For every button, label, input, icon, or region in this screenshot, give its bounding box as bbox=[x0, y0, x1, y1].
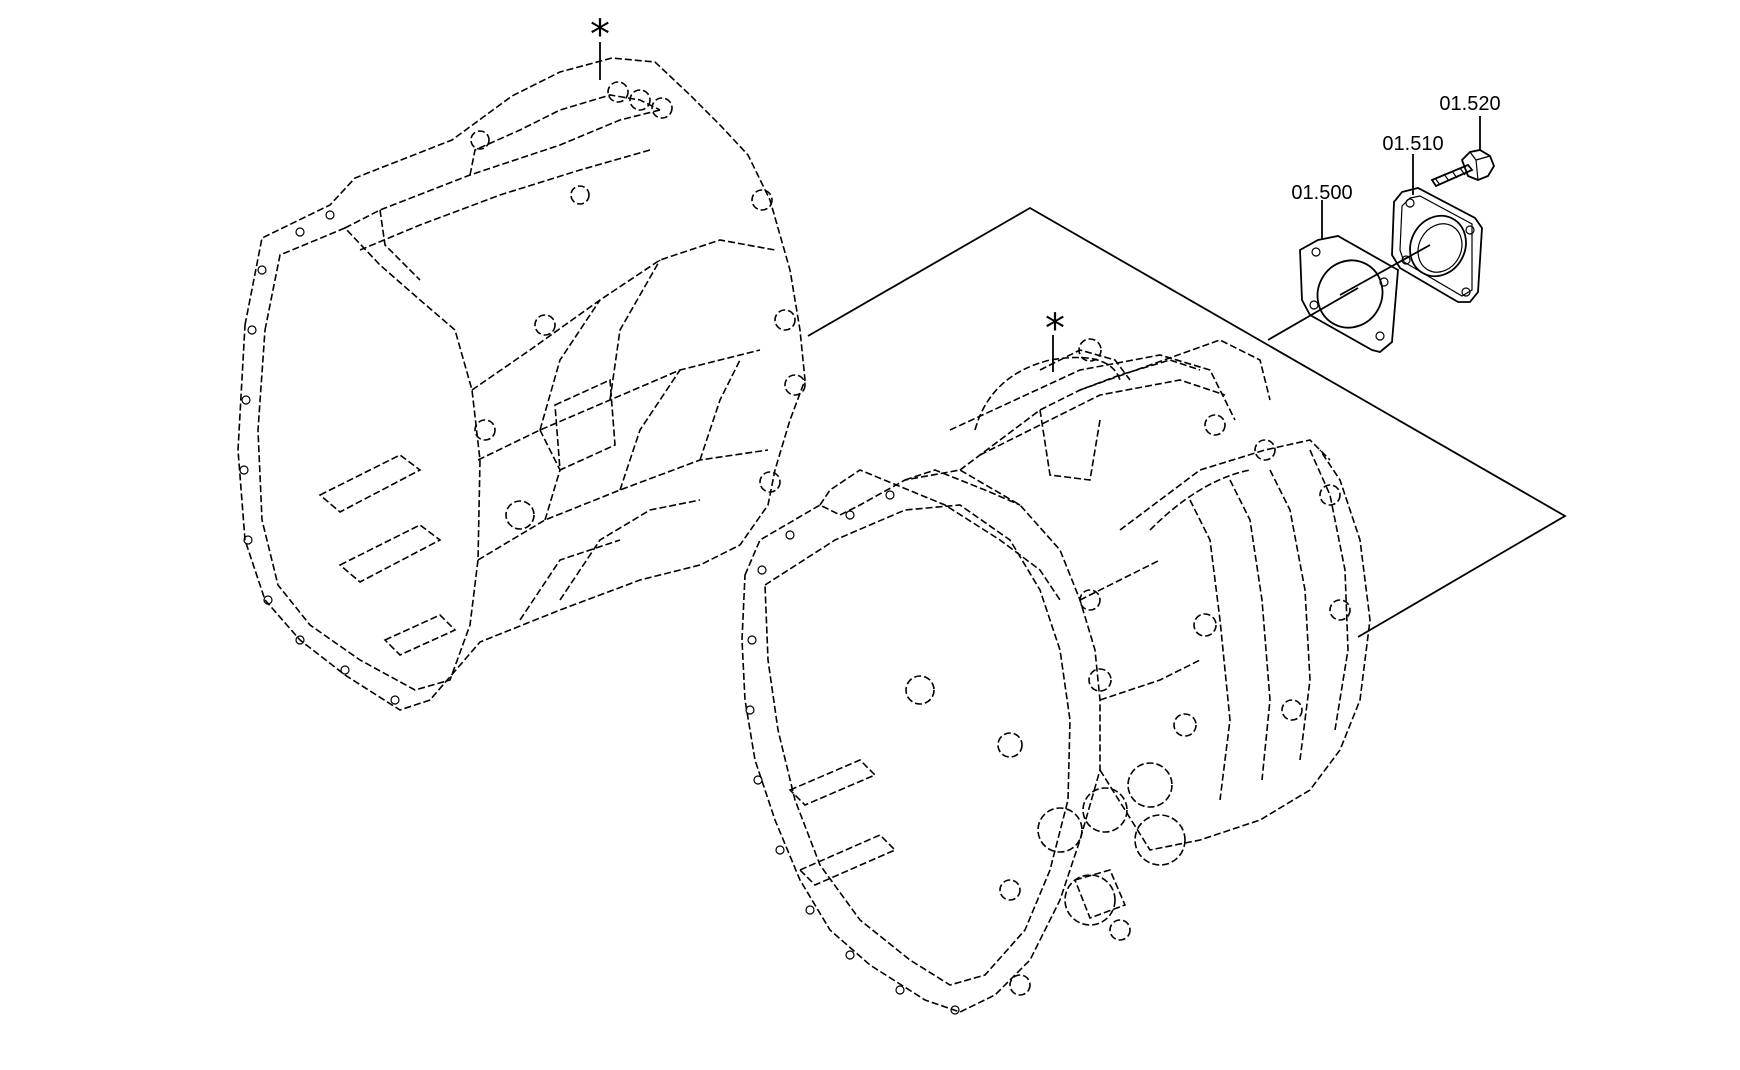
svg-text:01.510: 01.510 bbox=[1382, 133, 1443, 155]
housing-right-marker: * bbox=[1045, 306, 1065, 372]
part-label-01-500: 01.500 bbox=[1291, 182, 1353, 240]
part-label-01-510: 01.510 bbox=[1382, 133, 1444, 195]
svg-text:*: * bbox=[1045, 306, 1065, 352]
assembly-bracket bbox=[807, 206, 1567, 638]
cover-leader-line bbox=[1339, 244, 1431, 296]
cover-plate-icon bbox=[1391, 187, 1483, 303]
housing-left-marker: * bbox=[590, 12, 610, 80]
transmission-housing-right bbox=[741, 338, 1371, 1015]
transmission-housing-left bbox=[237, 57, 806, 711]
hex-bolt-icon bbox=[1430, 149, 1496, 188]
gasket-icon bbox=[1299, 235, 1399, 353]
svg-text:01.500: 01.500 bbox=[1291, 182, 1352, 204]
svg-text:01.520: 01.520 bbox=[1439, 93, 1500, 115]
gasket-leader-line bbox=[1267, 287, 1359, 341]
svg-text:*: * bbox=[590, 12, 610, 58]
part-label-01-520: 01.520 bbox=[1439, 93, 1501, 150]
